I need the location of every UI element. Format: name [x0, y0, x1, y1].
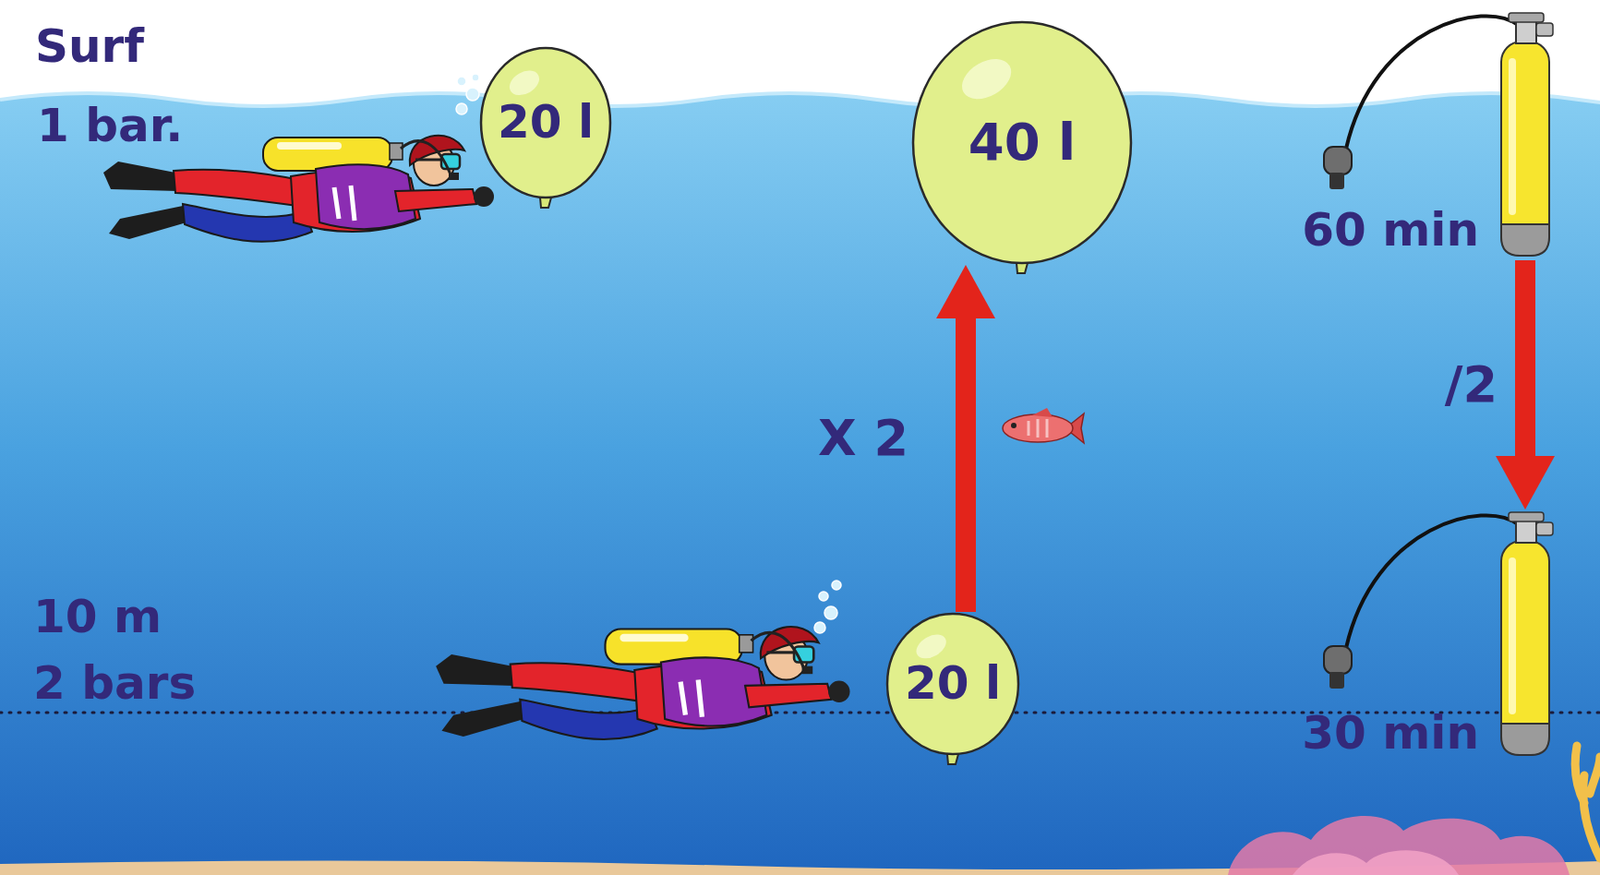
tank-shape: [1484, 509, 1566, 760]
red-arrow: [1515, 260, 1536, 462]
fish-stripes: [1028, 419, 1047, 438]
balloon-body: [913, 22, 1131, 264]
balloon-shine: [505, 65, 544, 100]
balloon-knot: [540, 197, 552, 208]
fish-body: [1002, 414, 1073, 443]
duration-label: 30 min: [1301, 707, 1480, 761]
regulator-mouthpiece: [1329, 672, 1345, 689]
tank-boot: [1501, 224, 1550, 256]
surface-label: 1 bar.: [36, 99, 183, 154]
bubble: [814, 622, 826, 634]
factor-label: /2: [1444, 356, 1498, 414]
balloon-body: [481, 48, 611, 198]
volume-label: 20 l: [497, 96, 594, 150]
air-tank: 30 min: [1484, 509, 1566, 760]
volume-label: 40 l: [968, 112, 1077, 172]
bubble: [824, 606, 838, 620]
depth-label: 2 bars: [33, 657, 196, 711]
surface-label: Surf: [35, 20, 145, 74]
bubble: [471, 73, 480, 82]
valve-knob: [1508, 12, 1544, 23]
tank-body: [1501, 541, 1550, 756]
balloon: 20 l: [479, 46, 613, 200]
first-stage: [1536, 23, 1553, 37]
volume-label: 20 l: [904, 657, 1001, 711]
bubble: [831, 580, 842, 590]
tank-valve: [1515, 520, 1537, 543]
yellow-coral: [1575, 745, 1600, 859]
fish-fin: [1032, 408, 1053, 418]
regulator: [1323, 146, 1352, 175]
fish-eye: [1010, 422, 1017, 429]
air-tank: 60 min: [1484, 10, 1566, 261]
factor-label: X 2: [818, 409, 909, 468]
balloon-shine: [954, 50, 1018, 108]
valve-knob: [1508, 512, 1544, 522]
bubble: [466, 87, 480, 101]
regulator-mouthpiece: [1329, 172, 1345, 190]
red-arrow: [955, 312, 976, 613]
first-stage: [1536, 522, 1553, 536]
tank-boot: [1501, 723, 1550, 756]
balloon: 20 l: [885, 612, 1021, 757]
tank-highlight: [1508, 58, 1516, 216]
regulator-hose: [1346, 515, 1518, 649]
tank-highlight: [1508, 557, 1516, 715]
coral: [1227, 816, 1570, 875]
balloon-knot: [1016, 263, 1028, 274]
tank-body: [1501, 41, 1550, 256]
balloon: 40 l: [911, 20, 1133, 265]
bubble: [456, 103, 468, 115]
diver-depth: [435, 626, 850, 740]
water: [0, 93, 1600, 875]
balloon-knot: [947, 754, 959, 765]
regulator: [1323, 646, 1352, 674]
tank-valve: [1515, 21, 1537, 44]
balloon-body: [887, 613, 1019, 755]
depth-label: 10 m: [33, 590, 162, 645]
bubble: [818, 591, 829, 602]
bubble: [457, 76, 467, 86]
fish: [1002, 408, 1084, 444]
tank-shape: [1484, 10, 1566, 261]
duration-label: 60 min: [1301, 204, 1480, 258]
coral: [1292, 850, 1459, 875]
regulator-hose: [1346, 15, 1518, 149]
